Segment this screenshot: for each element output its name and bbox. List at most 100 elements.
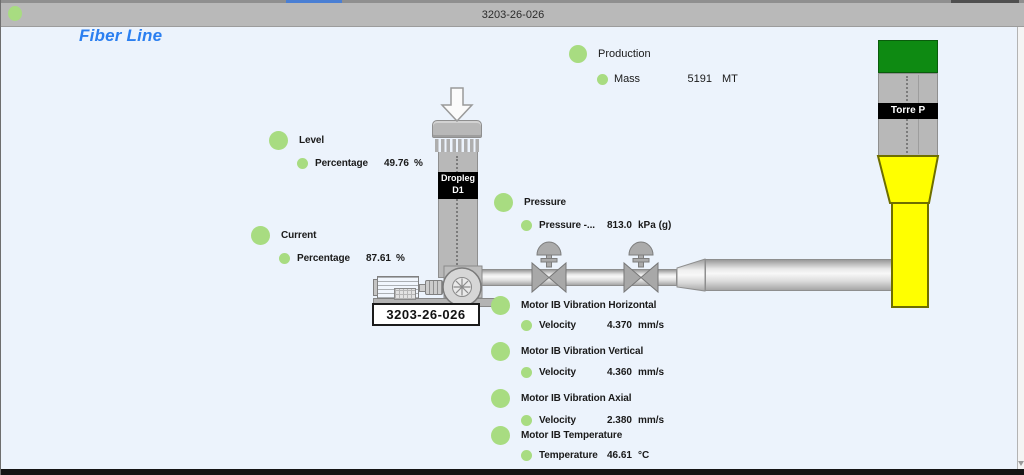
status-dot-current[interactable] bbox=[251, 226, 270, 245]
dropleg-centerline bbox=[456, 156, 458, 272]
tower-lower-column[interactable] bbox=[891, 202, 929, 308]
group-pressure-title: Pressure bbox=[524, 197, 567, 208]
row-value: 2.380 bbox=[606, 415, 632, 426]
group-level: Level bbox=[269, 131, 324, 150]
row-motor-temperature: Temperature 46.61 °C bbox=[521, 450, 649, 461]
row-vibration-horizontal: Velocity 4.370 mm/s bbox=[521, 320, 664, 331]
group-current: Current bbox=[251, 226, 317, 245]
valve2-body-left bbox=[623, 261, 642, 294]
row-unit: mm/s bbox=[638, 415, 665, 426]
row-value: 4.370 bbox=[606, 320, 632, 331]
group-production-title: Production bbox=[598, 48, 651, 60]
row-label: Velocity bbox=[539, 367, 576, 378]
dropleg-label: Dropleg D1 bbox=[438, 172, 478, 199]
valve2-actuator-dome bbox=[628, 241, 654, 256]
pump-impeller-spokes bbox=[453, 278, 471, 296]
row-unit: MT bbox=[722, 73, 738, 85]
top-edge-blue-segment bbox=[286, 0, 342, 3]
row-production-mass: Mass 5191 MT bbox=[597, 73, 738, 85]
status-dot[interactable] bbox=[521, 320, 532, 331]
row-label: Temperature bbox=[539, 450, 598, 461]
tower-label: Torre P bbox=[878, 103, 938, 119]
pump-tag-label[interactable]: 3203-26-026 bbox=[372, 303, 480, 326]
row-unit: °C bbox=[638, 450, 650, 461]
vertical-scrollbar[interactable] bbox=[1017, 27, 1024, 469]
pump-motor-endcap bbox=[373, 279, 378, 296]
status-dot[interactable] bbox=[297, 158, 308, 169]
scroll-down-arrow-icon[interactable] bbox=[1018, 461, 1024, 466]
control-valve-1[interactable] bbox=[531, 241, 567, 294]
top-edge-dark-segment bbox=[951, 0, 1019, 3]
window-title: 3203-26-026 bbox=[481, 8, 545, 21]
dropleg-column-teeth bbox=[435, 139, 480, 152]
dropleg-label-line2: D1 bbox=[452, 184, 464, 195]
dropleg-label-line1: Dropleg bbox=[440, 173, 475, 183]
status-dot-motor-temperature[interactable] bbox=[491, 426, 510, 445]
row-unit: kPa (g) bbox=[638, 220, 672, 231]
tower-cone-section[interactable] bbox=[876, 155, 940, 204]
row-value: 813.0 bbox=[606, 220, 632, 231]
status-dot[interactable] bbox=[521, 367, 532, 378]
status-dot-vibration-vertical[interactable] bbox=[491, 342, 510, 361]
row-pressure: Pressure -... 813.0 kPa (g) bbox=[521, 220, 671, 231]
window-titlebar: 3203-26-026 bbox=[1, 3, 1024, 27]
row-value: 5191 bbox=[687, 73, 712, 85]
group-production: Production bbox=[569, 45, 651, 63]
group-level-title: Level bbox=[299, 135, 325, 146]
pipe-reducer bbox=[676, 258, 706, 292]
status-dot-level[interactable] bbox=[269, 131, 288, 150]
row-vibration-axial: Velocity 2.380 mm/s bbox=[521, 415, 664, 426]
row-value: 49.76 bbox=[383, 158, 409, 169]
status-dot-pressure[interactable] bbox=[494, 193, 513, 212]
group-vibration-horizontal: Motor IB Vibration Horizontal bbox=[491, 296, 656, 315]
status-dot[interactable] bbox=[521, 450, 532, 461]
row-label: Percentage bbox=[315, 158, 368, 169]
status-dot-vibration-horizontal[interactable] bbox=[491, 296, 510, 315]
valve1-body-right bbox=[548, 261, 567, 294]
status-dot-production[interactable] bbox=[569, 45, 587, 63]
row-unit: % bbox=[396, 253, 405, 264]
status-dot-mass[interactable] bbox=[597, 73, 608, 85]
group-motor-temperature-title: Motor IB Temperature bbox=[521, 430, 623, 441]
group-vibration-vertical-title: Motor IB Vibration Vertical bbox=[521, 346, 644, 357]
valve2-yoke bbox=[632, 258, 650, 263]
row-label: Velocity bbox=[539, 320, 576, 331]
group-pressure: Pressure bbox=[494, 193, 566, 212]
group-vibration-axial-title: Motor IB Vibration Axial bbox=[521, 393, 632, 404]
control-valve-2[interactable] bbox=[623, 241, 659, 294]
valve1-body-left bbox=[531, 261, 550, 294]
row-level-percentage: Percentage 49.76 % bbox=[297, 158, 423, 169]
row-label: Mass bbox=[614, 73, 640, 85]
status-dot[interactable] bbox=[521, 220, 532, 231]
row-value: 87.61 bbox=[365, 253, 391, 264]
group-vibration-horizontal-title: Motor IB Vibration Horizontal bbox=[521, 300, 657, 311]
window-status-dot-icon bbox=[8, 6, 22, 21]
group-current-title: Current bbox=[281, 230, 317, 241]
valve1-actuator-dome bbox=[536, 241, 562, 256]
down-arrow-icon bbox=[440, 87, 474, 123]
row-label: Velocity bbox=[539, 415, 576, 426]
row-current-percentage: Percentage 87.61 % bbox=[279, 253, 405, 264]
page-title: Fiber Line bbox=[79, 26, 163, 45]
valve1-yoke bbox=[540, 258, 558, 263]
motor-junction-box bbox=[394, 288, 416, 300]
status-dot[interactable] bbox=[279, 253, 290, 264]
row-value: 4.360 bbox=[606, 367, 632, 378]
valve2-body-right bbox=[640, 261, 659, 294]
group-vibration-axial: Motor IB Vibration Axial bbox=[491, 389, 631, 408]
window-top-edge bbox=[1, 0, 1024, 3]
row-label: Percentage bbox=[297, 253, 350, 264]
row-value: 46.61 bbox=[606, 450, 632, 461]
row-unit: % bbox=[414, 158, 423, 169]
window-bottom-edge bbox=[1, 469, 1024, 475]
group-motor-temperature: Motor IB Temperature bbox=[491, 426, 622, 445]
tower-top-section[interactable] bbox=[878, 40, 938, 73]
status-dot-vibration-axial[interactable] bbox=[491, 389, 510, 408]
row-label: Pressure -... bbox=[539, 220, 595, 231]
row-vibration-vertical: Velocity 4.360 mm/s bbox=[521, 367, 664, 378]
status-dot[interactable] bbox=[521, 415, 532, 426]
row-unit: mm/s bbox=[638, 320, 665, 331]
